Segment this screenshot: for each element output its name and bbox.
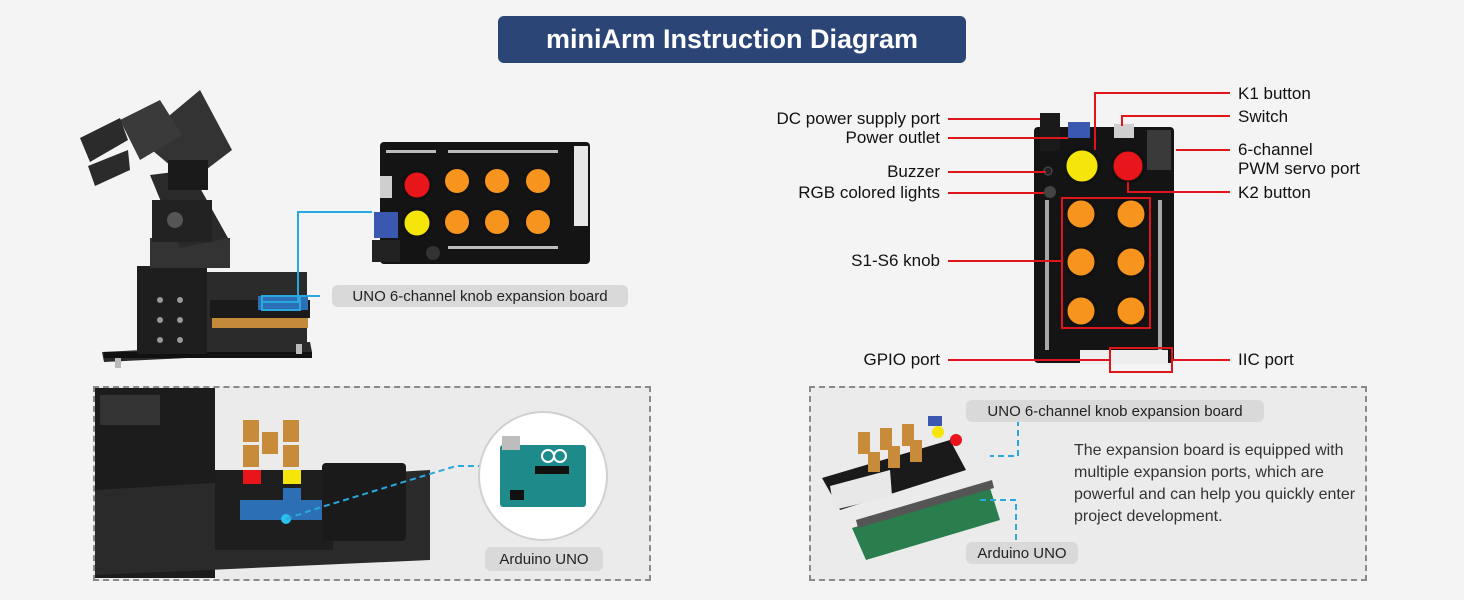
board-callout-left: UNO 6-channel knob expansion board [332,285,628,307]
label-k2-button: K2 button [1238,183,1311,202]
board-callout-right: UNO 6-channel knob expansion board [966,400,1264,422]
arduino-callout-right: Arduino UNO [966,542,1078,564]
label-knobs: S1-S6 knob [851,251,940,270]
k2-button-icon [401,169,433,201]
label-pwm-line1: 6-channel [1238,140,1313,159]
label-buzzer: Buzzer [887,162,940,181]
label-power-outlet: Power outlet [845,128,941,147]
label-gpio-port: GPIO port [863,350,940,369]
description-text: The expansion board is equipped with mul… [1074,442,1356,525]
label-rgb-lights: RGB colored lights [798,183,940,202]
page-title: miniArm Instruction Diagram [498,16,966,63]
label-switch: Switch [1238,107,1289,126]
label-dc-power-port: DC power supply port [776,109,940,128]
label-k1-button: K1 button [1238,84,1311,103]
k1-button-icon [401,207,433,239]
label-pwm-line2: PWM servo port [1238,159,1360,178]
arduino-callout-left: Arduino UNO [485,547,603,571]
label-iic-port: IIC port [1238,350,1294,369]
